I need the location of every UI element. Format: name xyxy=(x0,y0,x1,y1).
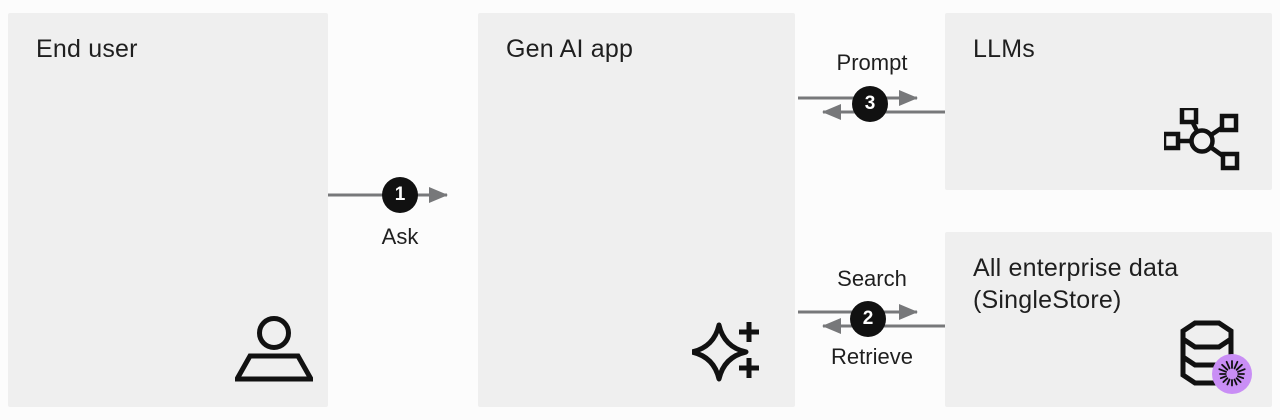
node-enterprise-data-title: All enterprise data (SingleStore) xyxy=(973,252,1253,316)
node-llms-title: LLMs xyxy=(973,35,1035,63)
search-label: Search xyxy=(837,266,907,291)
node-end-user-title: End user xyxy=(36,35,138,63)
node-enterprise-data-line1: All enterprise data xyxy=(973,254,1179,282)
step-badge-1: 1 xyxy=(382,177,418,213)
retrieve-label: Retrieve xyxy=(831,344,913,369)
node-gen-ai-app: Gen AI app xyxy=(478,13,795,407)
network-nodes-icon xyxy=(1164,108,1240,171)
node-gen-ai-app-title: Gen AI app xyxy=(506,35,634,63)
node-enterprise-data: All enterprise data (SingleStore) xyxy=(945,232,1272,407)
ask-label: Ask xyxy=(381,224,419,249)
node-llms: LLMs xyxy=(945,13,1272,190)
singlestore-logo xyxy=(1212,354,1252,394)
step-badge-2: 2 xyxy=(850,301,886,337)
ai-sparkle-icon xyxy=(692,322,759,382)
person-icon xyxy=(235,316,313,382)
node-end-user: End user xyxy=(8,13,328,407)
step-badge-3: 3 xyxy=(852,86,888,122)
node-enterprise-data-line2: (SingleStore) xyxy=(973,286,1122,314)
prompt-label: Prompt xyxy=(836,50,908,75)
